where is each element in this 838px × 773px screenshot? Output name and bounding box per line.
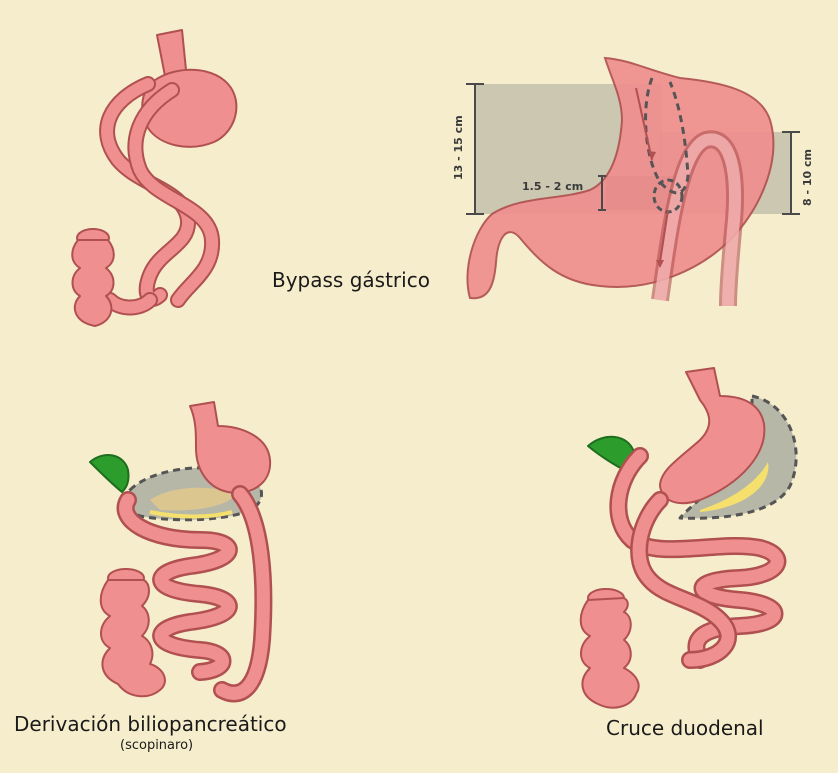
cruce-label: Cruce duodenal (606, 716, 764, 740)
cruce-illustration (581, 368, 796, 708)
gallbladder-icon (90, 455, 129, 492)
scopinaro-label: (scopinaro) (120, 738, 193, 753)
measured-stomach-illustration: 13 - 15 cm 8 - 10 cm 1.5 - 2 cm (452, 58, 814, 306)
derivacion-label: Derivación biliopancreático (14, 712, 287, 736)
height-right-label: 8 - 10 cm (801, 149, 814, 206)
bypass-label: Bypass gástrico (272, 268, 430, 292)
height-pouch-label: 13 - 15 cm (452, 115, 465, 180)
derivacion-illustration (90, 402, 270, 696)
bypass-illustration (72, 30, 236, 326)
width-pouch-label: 1.5 - 2 cm (522, 180, 583, 193)
